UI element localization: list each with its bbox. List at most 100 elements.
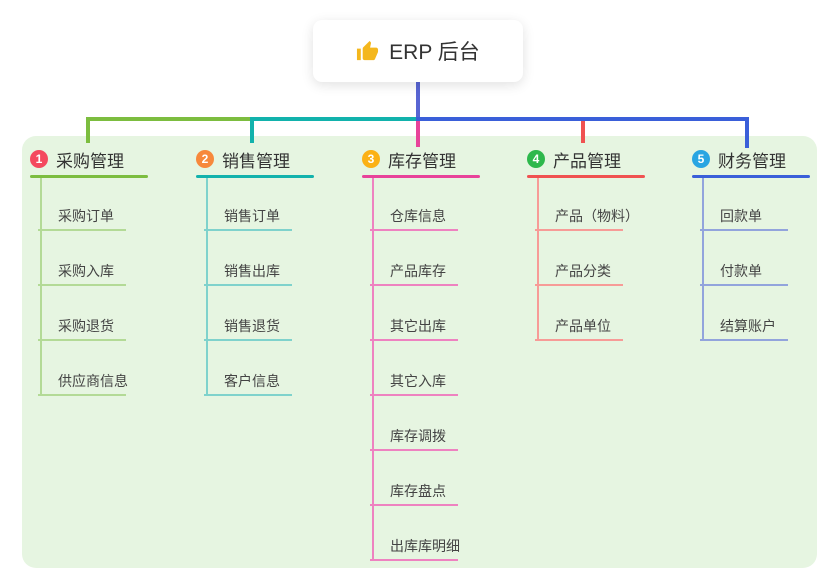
branch-drop-line-2	[250, 121, 254, 143]
child-node[interactable]: 销售订单	[196, 178, 326, 233]
child-underline	[370, 504, 458, 506]
child-underline	[700, 284, 788, 286]
child-label: 回款单	[720, 208, 762, 224]
branch-underline	[362, 175, 480, 178]
child-node[interactable]: 产品（物料）	[527, 178, 657, 233]
child-node[interactable]: 供应商信息	[30, 343, 160, 398]
child-label: 销售订单	[224, 208, 280, 224]
child-underline	[38, 284, 126, 286]
child-underline	[370, 284, 458, 286]
branches-background-panel	[22, 136, 817, 568]
child-underline	[370, 394, 458, 396]
branch-underline	[30, 175, 148, 178]
child-node[interactable]: 仓库信息	[362, 178, 492, 233]
child-underline	[204, 394, 292, 396]
child-label: 出库库明细	[390, 538, 460, 554]
root-title: ERP 后台	[389, 41, 480, 64]
children-connector-line	[537, 178, 539, 341]
branch-children: 仓库信息产品库存其它出库其它入库库存调拨库存盘点出库库明细	[362, 178, 492, 563]
branch-3: 3 库存管理仓库信息产品库存其它出库其它入库库存调拨库存盘点出库库明细	[362, 146, 492, 563]
child-label: 其它入库	[390, 373, 446, 389]
junction-line-mid-teal	[250, 117, 418, 121]
child-label: 产品库存	[390, 263, 446, 279]
child-underline	[700, 339, 788, 341]
child-node[interactable]: 其它入库	[362, 343, 492, 398]
child-label: 付款单	[720, 263, 762, 279]
children-connector-line	[206, 178, 208, 396]
branch-drop-line-1	[86, 121, 90, 143]
branch-children: 采购订单采购入库采购退货供应商信息	[30, 178, 160, 398]
junction-line-right-blue	[416, 117, 749, 121]
child-node[interactable]: 产品库存	[362, 233, 492, 288]
branch-label: 销售管理	[222, 151, 290, 171]
child-node[interactable]: 结算账户	[692, 288, 822, 343]
child-underline	[38, 339, 126, 341]
child-node[interactable]: 采购入库	[30, 233, 160, 288]
root-trunk-line	[416, 82, 420, 121]
child-label: 产品单位	[555, 318, 611, 334]
child-node[interactable]: 产品分类	[527, 233, 657, 288]
branch-number-badge: 2	[196, 150, 214, 168]
child-node[interactable]: 销售退货	[196, 288, 326, 343]
branch-number-badge: 4	[527, 150, 545, 168]
child-label: 其它出库	[390, 318, 446, 334]
branch-2: 2 销售管理销售订单销售出库销售退货客户信息	[196, 146, 326, 398]
child-underline	[370, 559, 458, 561]
branch-header[interactable]: 2 销售管理	[196, 146, 326, 172]
child-node[interactable]: 采购退货	[30, 288, 160, 343]
child-node[interactable]: 销售出库	[196, 233, 326, 288]
child-label: 仓库信息	[390, 208, 446, 224]
child-underline	[535, 284, 623, 286]
child-node[interactable]: 产品单位	[527, 288, 657, 343]
child-label: 库存调拨	[390, 428, 446, 444]
children-connector-line	[40, 178, 42, 396]
thumbs-up-icon	[356, 40, 379, 63]
children-connector-line	[372, 178, 374, 561]
child-label: 供应商信息	[58, 373, 128, 389]
child-label: 采购退货	[58, 318, 114, 334]
branch-label: 库存管理	[388, 151, 456, 171]
child-node[interactable]: 回款单	[692, 178, 822, 233]
child-underline	[370, 229, 458, 231]
child-node[interactable]: 付款单	[692, 233, 822, 288]
child-underline	[700, 229, 788, 231]
child-node[interactable]: 其它出库	[362, 288, 492, 343]
root-node-erp[interactable]: ERP 后台	[313, 20, 523, 82]
child-label: 销售退货	[224, 318, 280, 334]
branch-underline	[692, 175, 810, 178]
branch-number-badge: 5	[692, 150, 710, 168]
children-connector-line	[702, 178, 704, 341]
child-underline	[204, 284, 292, 286]
child-underline	[370, 449, 458, 451]
child-underline	[535, 229, 623, 231]
child-label: 产品分类	[555, 263, 611, 279]
child-underline	[370, 339, 458, 341]
junction-line-left-green	[86, 117, 254, 121]
child-label: 库存盘点	[390, 483, 446, 499]
child-node[interactable]: 库存盘点	[362, 453, 492, 508]
child-underline	[38, 229, 126, 231]
child-label: 采购入库	[58, 263, 114, 279]
child-underline	[535, 339, 623, 341]
child-label: 结算账户	[720, 318, 776, 334]
child-label: 销售出库	[224, 263, 280, 279]
branch-drop-line-5	[745, 121, 749, 148]
child-node[interactable]: 客户信息	[196, 343, 326, 398]
child-node[interactable]: 采购订单	[30, 178, 160, 233]
branch-number-badge: 3	[362, 150, 380, 168]
child-label: 采购订单	[58, 208, 114, 224]
branch-underline	[196, 175, 314, 178]
child-node[interactable]: 出库库明细	[362, 508, 492, 563]
branch-header[interactable]: 3 库存管理	[362, 146, 492, 172]
branch-label: 采购管理	[56, 151, 124, 171]
branch-children: 销售订单销售出库销售退货客户信息	[196, 178, 326, 398]
child-node[interactable]: 库存调拨	[362, 398, 492, 453]
child-underline	[204, 339, 292, 341]
